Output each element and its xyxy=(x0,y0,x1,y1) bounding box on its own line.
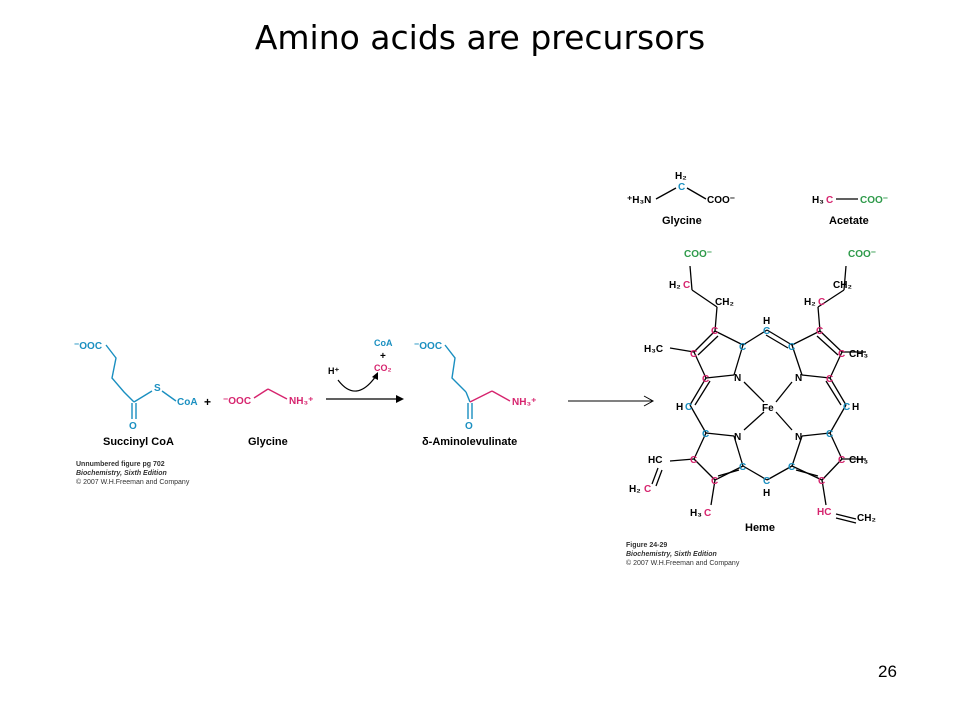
svg-text:H: H xyxy=(763,316,770,327)
svg-text:C: C xyxy=(838,455,845,466)
svg-text:H₃C: H₃C xyxy=(644,344,663,355)
svg-text:COO⁻: COO⁻ xyxy=(860,195,888,206)
plus-sign: + xyxy=(204,395,211,409)
heme-structure: COO⁻ CH₂ H₂ C C C CH₃ C H C C C CH₂ H₂ C… xyxy=(629,249,876,524)
page-number: 26 xyxy=(878,662,897,681)
svg-text:C: C xyxy=(763,476,770,487)
svg-text:N: N xyxy=(734,373,741,384)
svg-text:CH₂: CH₂ xyxy=(857,513,876,524)
acetate-structure: H₃ C COO⁻ xyxy=(812,195,888,206)
svg-text:HC: HC xyxy=(817,507,831,518)
svg-text:C: C xyxy=(826,195,833,206)
acetate-label: Acetate xyxy=(829,215,869,227)
connector-arrow xyxy=(568,395,655,407)
svg-text:H₂: H₂ xyxy=(629,484,641,495)
svg-text:C: C xyxy=(678,182,685,193)
svg-text:C: C xyxy=(683,280,690,291)
reaction-arrow: H⁺ CoA + CO₂ xyxy=(326,338,404,403)
svg-text:C: C xyxy=(788,462,795,473)
svg-text:C: C xyxy=(826,374,833,385)
svg-text:C: C xyxy=(843,402,850,413)
svg-text:COO⁻: COO⁻ xyxy=(684,249,712,260)
svg-text:H⁺: H⁺ xyxy=(328,366,339,376)
succinyl-coa-label: Succinyl CoA xyxy=(103,436,174,448)
svg-text:C: C xyxy=(826,429,833,440)
svg-text:CO₂: CO₂ xyxy=(374,363,392,373)
svg-text:CoA: CoA xyxy=(177,397,198,408)
svg-text:CH₃: CH₃ xyxy=(849,455,868,466)
svg-text:H: H xyxy=(676,402,683,413)
svg-text:C: C xyxy=(818,297,825,308)
aminolevulinate-structure: ⁻OOC NH₃⁺ O xyxy=(414,341,536,432)
svg-text:+: + xyxy=(380,351,386,362)
svg-text:O: O xyxy=(465,421,473,432)
svg-text:COO⁻: COO⁻ xyxy=(848,249,876,260)
svg-text:H: H xyxy=(763,488,770,499)
svg-text:N: N xyxy=(795,432,802,443)
svg-text:Biochemistry, Sixth Edition: Biochemistry, Sixth Edition xyxy=(76,470,167,477)
svg-text:H₂: H₂ xyxy=(804,297,816,308)
svg-text:NH₃⁺: NH₃⁺ xyxy=(289,396,313,407)
svg-text:C: C xyxy=(711,326,718,337)
glycine-label-left: Glycine xyxy=(248,436,288,448)
svg-text:NH₃⁺: NH₃⁺ xyxy=(512,397,536,408)
svg-text:COO⁻: COO⁻ xyxy=(707,195,735,206)
glycine-structure-right: H₂ C ⁺H₃N COO⁻ xyxy=(627,171,735,206)
svg-text:C: C xyxy=(763,326,770,337)
svg-text:C: C xyxy=(788,342,795,353)
svg-text:O: O xyxy=(129,421,137,432)
svg-text:C: C xyxy=(690,349,697,360)
right-caption: Figure 24-29 Biochemistry, Sixth Edition… xyxy=(626,542,740,567)
svg-text:Unnumbered figure pg 702: Unnumbered figure pg 702 xyxy=(76,461,165,468)
svg-text:C: C xyxy=(711,476,718,487)
svg-text:CH₃: CH₃ xyxy=(849,349,868,360)
svg-text:C: C xyxy=(739,342,746,353)
svg-text:C: C xyxy=(702,429,709,440)
svg-text:CoA: CoA xyxy=(374,338,393,348)
glycine-label-right: Glycine xyxy=(662,215,702,227)
svg-text:C: C xyxy=(838,349,845,360)
svg-text:H₃: H₃ xyxy=(690,508,702,519)
svg-text:C: C xyxy=(739,462,746,473)
svg-text:C: C xyxy=(818,476,825,487)
svg-text:⁻OOC: ⁻OOC xyxy=(414,341,442,352)
left-caption: Unnumbered figure pg 702 Biochemistry, S… xyxy=(76,461,190,486)
svg-text:C: C xyxy=(644,484,651,495)
svg-text:Biochemistry, Sixth Edition: Biochemistry, Sixth Edition xyxy=(626,551,717,558)
svg-text:C: C xyxy=(816,326,823,337)
svg-text:H₃: H₃ xyxy=(812,195,824,206)
svg-text:Fe: Fe xyxy=(762,403,774,414)
succinyl-coa-structure: ⁻OOC S CoA O xyxy=(74,341,198,432)
svg-text:⁺H₃N: ⁺H₃N xyxy=(627,195,651,206)
slide-title: Amino acids are precursors xyxy=(254,18,706,57)
svg-text:⁻OOC: ⁻OOC xyxy=(74,341,102,352)
svg-text:© 2007 W.H.Freeman and Company: © 2007 W.H.Freeman and Company xyxy=(626,559,740,567)
svg-text:S: S xyxy=(154,383,161,394)
svg-text:C: C xyxy=(685,402,692,413)
svg-text:N: N xyxy=(795,373,802,384)
svg-text:© 2007 W.H.Freeman and Company: © 2007 W.H.Freeman and Company xyxy=(76,478,190,486)
svg-text:N: N xyxy=(734,432,741,443)
svg-text:CH₂: CH₂ xyxy=(715,297,734,308)
svg-text:Figure 24-29: Figure 24-29 xyxy=(626,542,667,549)
svg-text:⁻OOC: ⁻OOC xyxy=(223,396,251,407)
svg-text:CH₂: CH₂ xyxy=(833,280,852,291)
aminolevulinate-label: δ-Aminolevulinate xyxy=(422,436,517,448)
heme-label: Heme xyxy=(745,522,775,534)
svg-text:HC: HC xyxy=(648,455,662,466)
svg-text:H₂: H₂ xyxy=(675,171,687,182)
svg-text:H: H xyxy=(852,402,859,413)
svg-text:C: C xyxy=(704,508,711,519)
svg-text:C: C xyxy=(702,374,709,385)
svg-text:H₂: H₂ xyxy=(669,280,681,291)
svg-text:C: C xyxy=(690,455,697,466)
glycine-structure-left: ⁻OOC NH₃⁺ xyxy=(223,388,313,407)
